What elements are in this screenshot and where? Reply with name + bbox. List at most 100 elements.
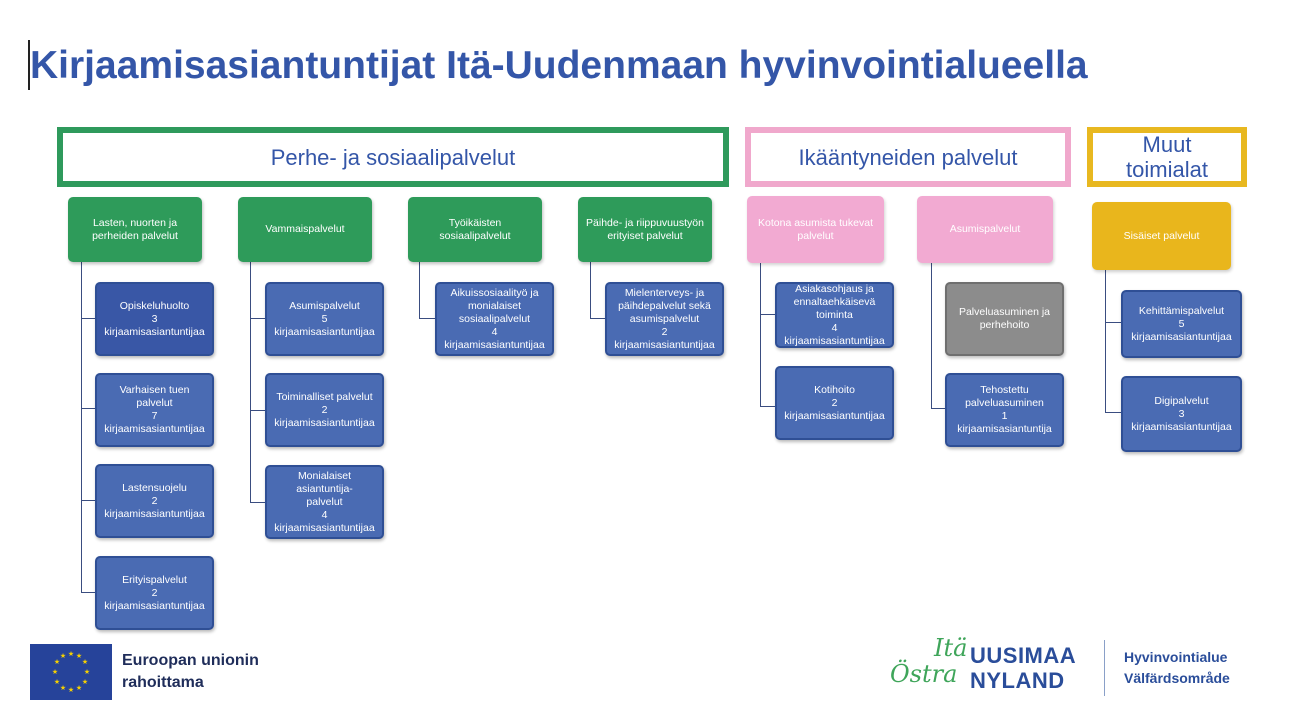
- item-client-guidance: Asiakasohjaus ja ennaltaehkäisevä toimin…: [775, 282, 894, 348]
- item-name: Erityispalvelut: [122, 573, 187, 586]
- connector: [81, 262, 82, 592]
- item-count: 2 kirjaamisasiantuntijaa: [614, 325, 715, 351]
- category-working-age-social: Työikäisten sosiaalipalvelut: [408, 197, 542, 262]
- svg-text:★: ★: [82, 678, 88, 686]
- item-name: Tehostettu palveluasuminen: [965, 384, 1044, 409]
- category-children-youth-families: Lasten, nuorten ja perheiden palvelut: [68, 197, 202, 262]
- header-family-social: Perhe- ja sosiaalipalvelut: [57, 127, 729, 187]
- connector: [81, 408, 95, 409]
- item-count: 3 kirjaamisasiantuntijaa: [104, 312, 205, 338]
- item-name: Mielenterveys- ja päihdepalvelut sekä as…: [618, 286, 711, 325]
- category-substance-addiction: Päihde- ja riippuvuustyön erityiset palv…: [578, 197, 712, 262]
- page-title: Kirjaamisasiantuntijat Itä-Uudenmaan hyv…: [30, 44, 1088, 87]
- connector: [1105, 270, 1106, 412]
- category-label: Lasten, nuorten ja perheiden palvelut: [92, 216, 178, 242]
- region-name-fi: Hyvinvointialue: [1124, 649, 1228, 665]
- connector: [760, 406, 775, 407]
- svg-text:★: ★: [54, 678, 60, 686]
- item-count: 7 kirjaamisasiantuntijaa: [104, 410, 205, 435]
- logo-script-ita: Itä: [934, 634, 968, 662]
- item-name: Asiakasohjaus ja ennaltaehkäisevä toimin…: [793, 282, 876, 321]
- logo-divider: [1104, 640, 1105, 696]
- eu-flag-icon: ★ ★ ★ ★ ★ ★ ★ ★ ★ ★ ★ ★: [30, 644, 112, 700]
- item-count: 5 kirjaamisasiantuntijaa: [274, 312, 375, 338]
- logo-nyland: NYLAND: [970, 668, 1065, 693]
- item-service-housing-family-care: Palveluasuminen ja perhehoito: [945, 282, 1064, 356]
- svg-text:★: ★: [68, 686, 74, 694]
- connector: [250, 262, 251, 502]
- item-name: Aikuissosiaalityö ja monialaiset sosiaal…: [450, 286, 539, 325]
- connector: [1105, 322, 1121, 323]
- item-name: Lastensuojelu: [122, 481, 187, 494]
- item-count: 3 kirjaamisasiantuntijaa: [1131, 407, 1232, 433]
- connector: [250, 502, 265, 503]
- logo-uusimaa: UUSIMAA: [970, 643, 1077, 668]
- connector: [419, 318, 435, 319]
- item-name: Asumispalvelut: [289, 299, 360, 312]
- header-elderly: Ikääntyneiden palvelut: [745, 127, 1071, 187]
- connector: [81, 592, 95, 593]
- category-home-living-support: Kotona asumista tukevat palvelut: [747, 196, 884, 263]
- header-other: Muut toimialat: [1087, 127, 1247, 187]
- region-name-sv: Välfärdsområde: [1124, 670, 1230, 686]
- svg-text:★: ★: [68, 650, 74, 658]
- category-housing-services: Asumispalvelut: [917, 196, 1053, 263]
- svg-text:★: ★: [60, 684, 66, 692]
- svg-text:★: ★: [76, 684, 82, 692]
- category-label: Vammaispalvelut: [265, 223, 345, 235]
- eu-funding-line1: Euroopan unionin: [122, 652, 259, 669]
- connector: [250, 410, 265, 411]
- item-count: 4 kirjaamisasiantuntijaa: [784, 321, 885, 347]
- connector: [419, 262, 420, 318]
- item-name: Kehittämispalvelut: [1138, 304, 1225, 317]
- item-count: 4 kirjaamisasiantuntijaa: [274, 508, 375, 534]
- svg-text:★: ★: [52, 668, 58, 676]
- svg-text:★: ★: [60, 652, 66, 660]
- eu-funding-text: Euroopan unionin rahoittama: [122, 650, 259, 694]
- item-count: 2 kirjaamisasiantuntijaa: [104, 494, 205, 520]
- item-adult-social-work: Aikuissosiaalityö ja monialaiset sosiaal…: [435, 282, 554, 356]
- connector: [81, 318, 95, 319]
- connector: [760, 314, 775, 315]
- header-family-social-label: Perhe- ja sosiaalipalvelut: [270, 144, 516, 170]
- connector: [590, 318, 605, 319]
- item-name: Toiminalliset palvelut: [276, 390, 373, 403]
- connector: [81, 500, 95, 501]
- item-name: Opiskeluhuolto: [119, 299, 190, 312]
- item-name: Digipalvelut: [1154, 394, 1209, 407]
- item-name: Kotihoito: [814, 383, 855, 396]
- category-disability-services: Vammaispalvelut: [238, 197, 372, 262]
- category-label: Asumispalvelut: [949, 223, 1021, 235]
- item-name: Varhaisen tuen palvelut: [119, 384, 190, 409]
- category-label: Sisäiset palvelut: [1123, 229, 1200, 242]
- connector: [760, 263, 761, 406]
- category-label: Päihde- ja riippuvuustyön erityiset palv…: [586, 216, 704, 242]
- svg-text:★: ★: [76, 652, 82, 660]
- item-count: 2 kirjaamisasiantuntijaa: [274, 403, 375, 429]
- header-other-label: Muut toimialat: [1126, 132, 1208, 182]
- connector: [931, 263, 932, 408]
- connector: [250, 318, 265, 319]
- svg-text:★: ★: [82, 658, 88, 666]
- item-count: 4 kirjaamisasiantuntijaa: [444, 325, 545, 351]
- connector: [590, 262, 591, 318]
- item-name: Palveluasuminen ja perhehoito: [958, 306, 1051, 331]
- title-accent-bar: [28, 40, 30, 90]
- connector: [931, 408, 945, 409]
- category-label: Työikäisten sosiaalipalvelut: [439, 216, 511, 242]
- category-internal-services: Sisäiset palvelut: [1092, 202, 1231, 270]
- item-count: 1 kirjaamisasiantuntija: [957, 410, 1052, 435]
- connector: [1105, 412, 1121, 413]
- item-count: 2 kirjaamisasiantuntijaa: [784, 396, 885, 422]
- item-mental-health-substance: Mielenterveys- ja päihdepalvelut sekä as…: [605, 282, 724, 356]
